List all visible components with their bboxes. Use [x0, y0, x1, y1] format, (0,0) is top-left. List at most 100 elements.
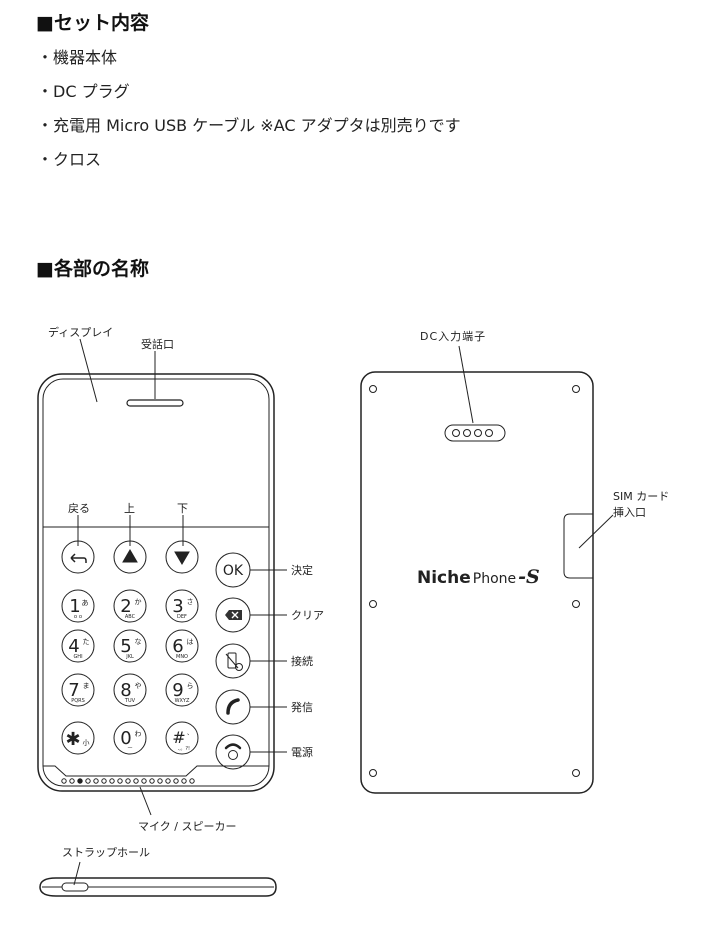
brand-suffix: -S [518, 566, 540, 588]
down-key[interactable] [165, 540, 199, 574]
back-key[interactable] [61, 540, 95, 574]
contents-item: ・機器本体 [37, 48, 118, 67]
label-up: 上 [124, 502, 135, 515]
key-7[interactable] [61, 673, 95, 707]
contents-heading: ■セット内容 [36, 12, 149, 34]
key-hash-kana: 、 [187, 730, 193, 737]
screw-hole [369, 600, 377, 608]
key-1-sub: ｏｏ [73, 614, 83, 620]
key-1-kana: あ [82, 599, 89, 607]
screw-hole [572, 769, 580, 777]
key-hash-glyph: # [172, 728, 185, 747]
label-back: 戻る [68, 502, 90, 515]
key-4-kana: た [83, 638, 90, 646]
dc-port [444, 424, 506, 442]
power-key[interactable] [215, 734, 251, 770]
label-clear: クリア [291, 609, 324, 622]
back-arrow-icon [70, 553, 87, 563]
down-triangle-icon [174, 551, 190, 565]
brand-main: Niche [417, 568, 471, 588]
contents-item: ・充電用 Micro USB ケーブル ※AC アダプタは別売りです [37, 116, 461, 135]
connect-key[interactable] [215, 643, 251, 679]
connect-globe-icon [235, 663, 243, 671]
label-sim-line1: SIM カード [613, 490, 669, 503]
label-call: 発信 [291, 700, 313, 714]
contents-item: ・クロス [37, 150, 102, 169]
mic-speaker-holes [61, 778, 195, 784]
clear-backspace-icon [225, 610, 242, 620]
key-9[interactable] [165, 673, 199, 707]
dc-pin [452, 429, 460, 437]
strap-hole [61, 882, 89, 892]
dc-port-leader [458, 345, 474, 424]
sim-leader [578, 514, 614, 549]
front-view [37, 338, 287, 816]
label-receiver: 受話口 [141, 337, 174, 351]
call-handset-icon [226, 698, 240, 715]
key-9-kana: ら [187, 682, 194, 690]
power-handset-icon [224, 743, 242, 750]
clear-x-icon [231, 611, 239, 619]
key-9-digit: 9 [172, 680, 183, 701]
label-decide: 決定 [291, 563, 313, 577]
ok-key[interactable] [215, 552, 251, 588]
label-down: 下 [177, 502, 188, 515]
key-0[interactable] [113, 721, 147, 755]
key-8-kana: や [135, 682, 142, 690]
key-4-digit: 4 [68, 636, 79, 657]
key-3-kana: さ [187, 598, 194, 606]
key-star[interactable] [61, 721, 95, 755]
key-5-kana: な [135, 638, 142, 646]
key-5[interactable] [113, 629, 147, 663]
mic-leader [139, 786, 152, 816]
key-6[interactable] [165, 629, 199, 663]
key-2[interactable] [113, 589, 147, 623]
key-0-kana: わ [135, 730, 142, 738]
label-strap: ストラップホール [62, 846, 150, 859]
key-7-sub: PQRS [71, 698, 85, 704]
display-leader [79, 338, 98, 403]
contents-item: ・DC プラグ [37, 82, 130, 101]
key-2-digit: 2 [120, 596, 131, 617]
call-key[interactable] [215, 689, 251, 725]
key-0-digit: 0 [120, 728, 131, 749]
key-8-sub: TUV [124, 698, 136, 704]
side-body [39, 877, 277, 897]
key-5-digit: 5 [120, 636, 131, 657]
dc-pin [485, 429, 493, 437]
key-7-kana: ま [83, 682, 90, 690]
sim-slot [563, 513, 593, 579]
strap-leader [73, 861, 81, 886]
key-5-sub: JKL [125, 654, 134, 660]
back-body [360, 371, 594, 794]
screw-hole [572, 600, 580, 608]
key-hash-sub: 、。?! [178, 746, 190, 752]
label-dc-port: DC入力端子 [420, 330, 486, 343]
receiver-slot [126, 399, 184, 407]
clear-key[interactable] [215, 597, 251, 633]
front-outer-body [37, 373, 275, 792]
key-6-sub: MNO [176, 654, 188, 660]
key-8[interactable] [113, 673, 147, 707]
key-star-glyph: ✱ [65, 729, 80, 750]
key-1[interactable] [61, 589, 95, 623]
up-key[interactable] [113, 540, 147, 574]
screw-hole [369, 769, 377, 777]
key-9-sub: WXYZ [175, 698, 190, 704]
bottom-panel-line [43, 765, 269, 777]
up-triangle-icon [122, 549, 138, 563]
power-symbol-icon [228, 750, 238, 760]
screw-hole [572, 385, 580, 393]
dc-pin [474, 429, 482, 437]
label-connect: 接続 [291, 654, 313, 668]
key-4[interactable] [61, 629, 95, 663]
key-2-kana: か [135, 598, 142, 606]
side-view [39, 861, 277, 897]
key-3[interactable] [165, 589, 199, 623]
front-inner-body [42, 378, 270, 787]
key-hash[interactable] [165, 721, 199, 755]
key-4-sub: GHI [73, 654, 82, 660]
key-3-digit: 3 [172, 596, 183, 617]
